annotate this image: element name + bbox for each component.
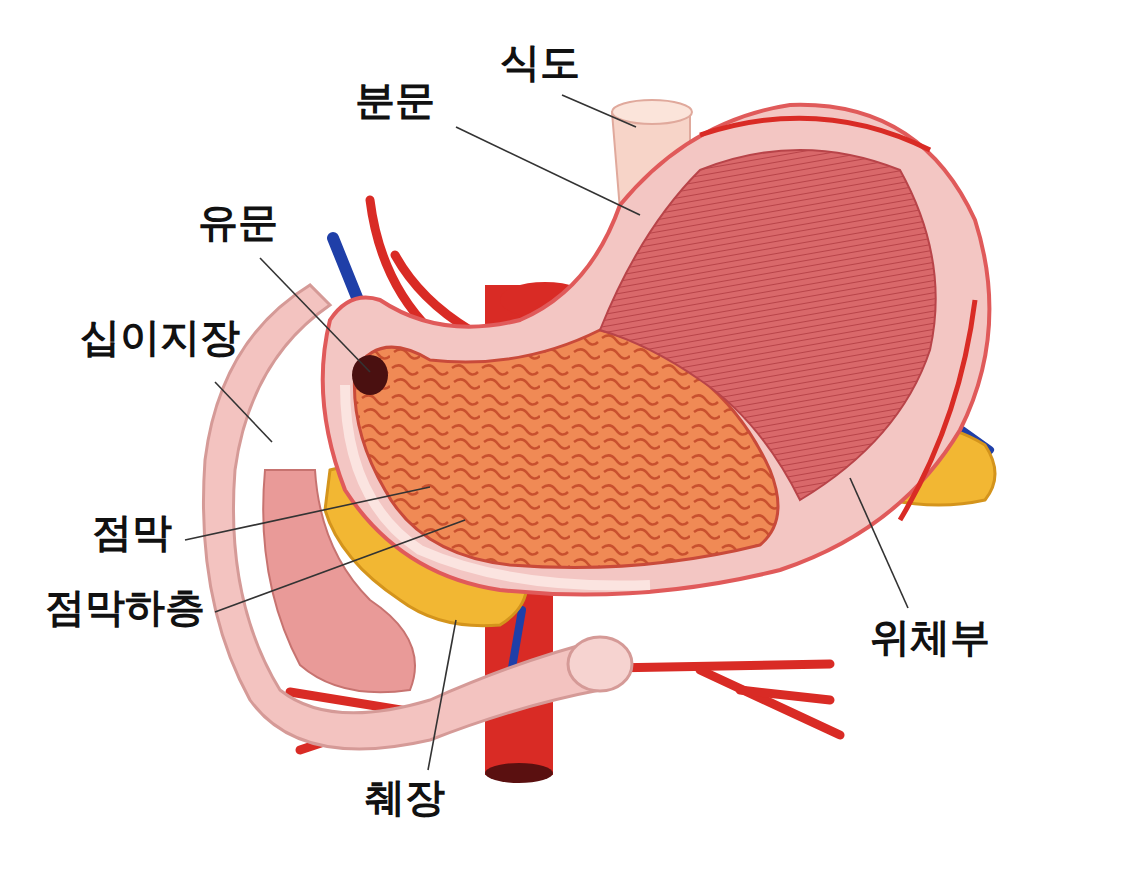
pylorus-opening — [352, 355, 388, 395]
stomach — [323, 105, 990, 595]
part-label: 점막하층 — [45, 585, 205, 629]
part-label: 유문 — [198, 200, 278, 244]
part-label: 점막 — [92, 510, 172, 554]
part-label: 위체부 — [870, 615, 990, 659]
part-label: 십이지장 — [80, 315, 240, 359]
part-label: 분문 — [355, 78, 435, 122]
muscle-layer — [600, 150, 936, 500]
part-label: 췌장 — [365, 775, 445, 819]
leader-lines — [185, 95, 908, 770]
vein — [333, 238, 358, 300]
part-label: 식도 — [500, 40, 580, 84]
